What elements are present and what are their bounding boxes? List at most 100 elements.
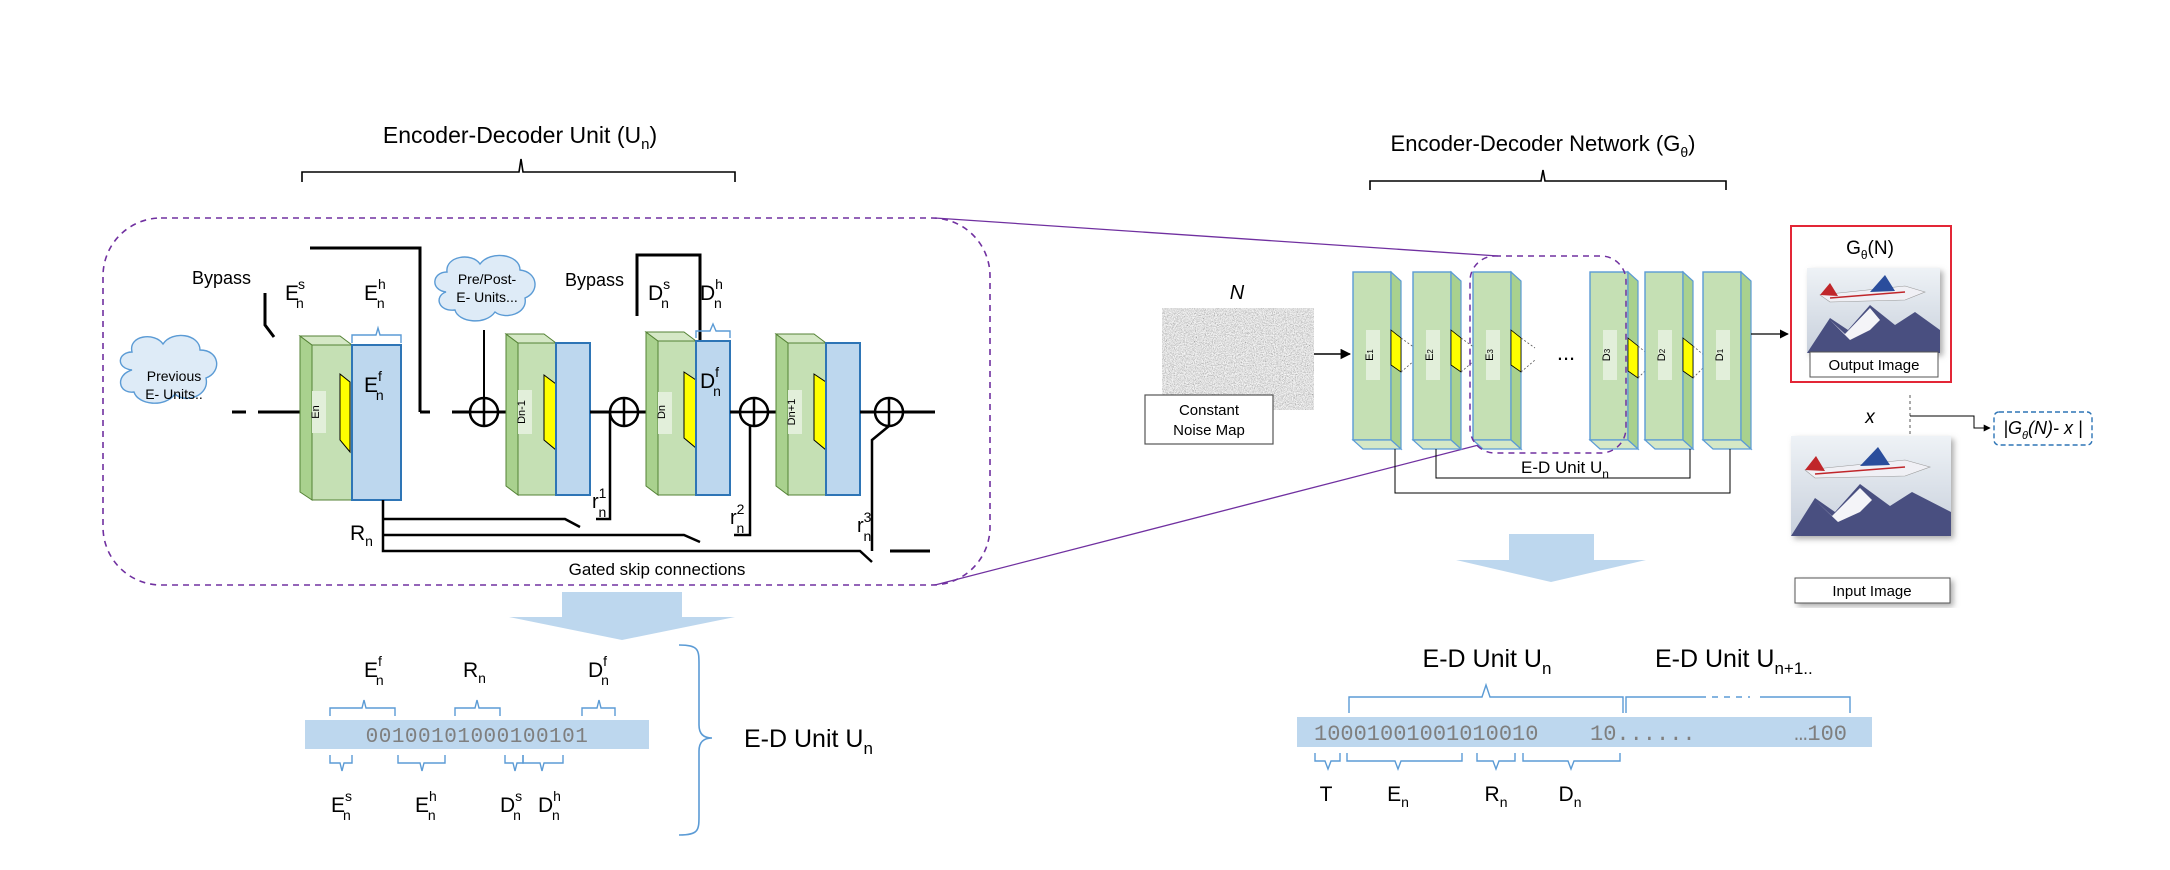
network-block-e1: E1 <box>1351 270 1416 451</box>
x-symbol: x <box>1864 407 1876 428</box>
svg-text:E- Units...: E- Units... <box>456 289 517 305</box>
svg-text:D2: D2 <box>1656 348 1668 361</box>
zoom-connector-top <box>934 217 1499 257</box>
network-block-d2: D2 <box>1643 270 1706 451</box>
left-bit-bar <box>305 720 649 749</box>
input-label-box <box>1794 577 1951 604</box>
Dn-s-bits-brace <box>504 755 524 772</box>
unit-n-label: E-D Unit Un <box>1423 645 1552 678</box>
Dn-h-brace <box>695 322 731 338</box>
Dn-h-bits-brace <box>522 755 564 772</box>
left-unit-bits-label: E-D Unit Un <box>744 725 873 758</box>
r2-skip-wire <box>734 412 752 537</box>
svg-text:Pre/Post-: Pre/Post- <box>458 271 517 287</box>
noise-symbol: N <box>1230 282 1245 304</box>
svg-text:E2: E2 <box>1424 349 1436 361</box>
unit-n1-brace <box>1625 696 1851 713</box>
network-title: Encoder-Decoder Network (Gθ) <box>1391 131 1696 160</box>
T-bits-brace <box>1314 753 1341 771</box>
block-decoder-dn-plus-1: Dn+1 <box>774 333 861 496</box>
input-label: Input Image <box>1832 583 1911 600</box>
block-encoder-en: En <box>298 335 402 501</box>
zoom-connector-bottom <box>934 439 1499 586</box>
loss-label: |Gθ(N)- x | <box>2003 418 2082 442</box>
svg-text:E3: E3 <box>1484 349 1496 361</box>
sum-node-3 <box>738 396 770 428</box>
svg-text:E1: E1 <box>1364 349 1376 361</box>
svg-text:Dn-1: Dn-1 <box>516 400 528 424</box>
bypass-left-switch <box>263 293 276 338</box>
unit-zoom-frame <box>102 217 991 586</box>
gated-skip-line-1 <box>383 517 581 529</box>
unit-n-brace <box>1348 682 1624 713</box>
noise-label-line1: Constant <box>1179 402 1240 419</box>
right-network-section: Encoder-Decoder Network (Gθ) N Constant … <box>1144 131 2093 604</box>
network-block-e2: E2 <box>1411 270 1476 451</box>
network-skip-inner <box>1435 449 1691 479</box>
network-skip-outer <box>1394 449 1731 494</box>
right-bitstring-section: 10001001001010010 10...... …100 E-D Unit… <box>1297 645 1872 810</box>
svg-text:D3: D3 <box>1601 348 1613 361</box>
Rn-bits-brace <box>454 699 501 716</box>
ed-unit-network-label: E-D Unit Un <box>1521 458 1609 481</box>
left-unit-bits-brace <box>678 644 713 836</box>
bypass-left-label: Bypass <box>192 268 251 288</box>
right-bits-left: 10001001001010010 <box>1314 722 1538 747</box>
output-title: Gθ(N) <box>1846 238 1894 262</box>
left-bits: 00100101000100101 <box>366 726 589 749</box>
sum-node-2 <box>608 396 640 428</box>
right-bits-dots: 10...... <box>1590 722 1696 747</box>
bypass-left-wire <box>310 246 422 412</box>
output-image <box>1807 268 1940 353</box>
r3-skip-wire <box>870 425 890 551</box>
gated-skip-line-3 <box>381 500 873 563</box>
block-decoder-dn-1: Dn-1 <box>504 333 591 496</box>
left-down-arrow <box>509 592 735 640</box>
loss-box <box>1993 411 2093 446</box>
En-right-label: En <box>1387 783 1409 810</box>
output-label-box <box>1809 351 1939 378</box>
input-image <box>1791 436 1951 536</box>
noise-map-image <box>1162 308 1314 410</box>
noise-label-line2: Noise Map <box>1173 422 1245 439</box>
loss-arrow <box>1910 415 1991 432</box>
En-h-brace <box>351 325 402 343</box>
ed-unit-label-bg <box>1505 456 1625 476</box>
left-unit-title: Encoder-Decoder Unit (Un) <box>383 122 657 153</box>
svg-text:En: En <box>310 405 322 418</box>
right-bit-bar <box>1297 717 1872 747</box>
svg-text:D1: D1 <box>1714 348 1726 361</box>
Dn-f-bits-brace <box>581 699 616 716</box>
En-bits-brace <box>1346 753 1463 771</box>
network-block-d1: D1 <box>1701 270 1753 451</box>
block-decoder-dn: Dn <box>644 331 731 496</box>
Dn-right-label: Dn <box>1559 783 1582 810</box>
sum-node-4 <box>873 396 905 428</box>
output-label: Output Image <box>1829 357 1920 374</box>
right-down-arrow <box>1456 534 1646 582</box>
En-f-bits-brace <box>329 699 396 716</box>
bits-Rn-label: Rn <box>463 659 486 686</box>
network-brace <box>1369 169 1727 190</box>
svg-text:Previous: Previous <box>147 368 201 384</box>
network-ellipsis: ... <box>1557 340 1575 365</box>
T-label: T <box>1320 783 1333 806</box>
En-h-bits-brace <box>397 755 446 772</box>
network-block-d3: D3 <box>1588 270 1651 451</box>
svg-text:Dn+1: Dn+1 <box>786 399 798 426</box>
